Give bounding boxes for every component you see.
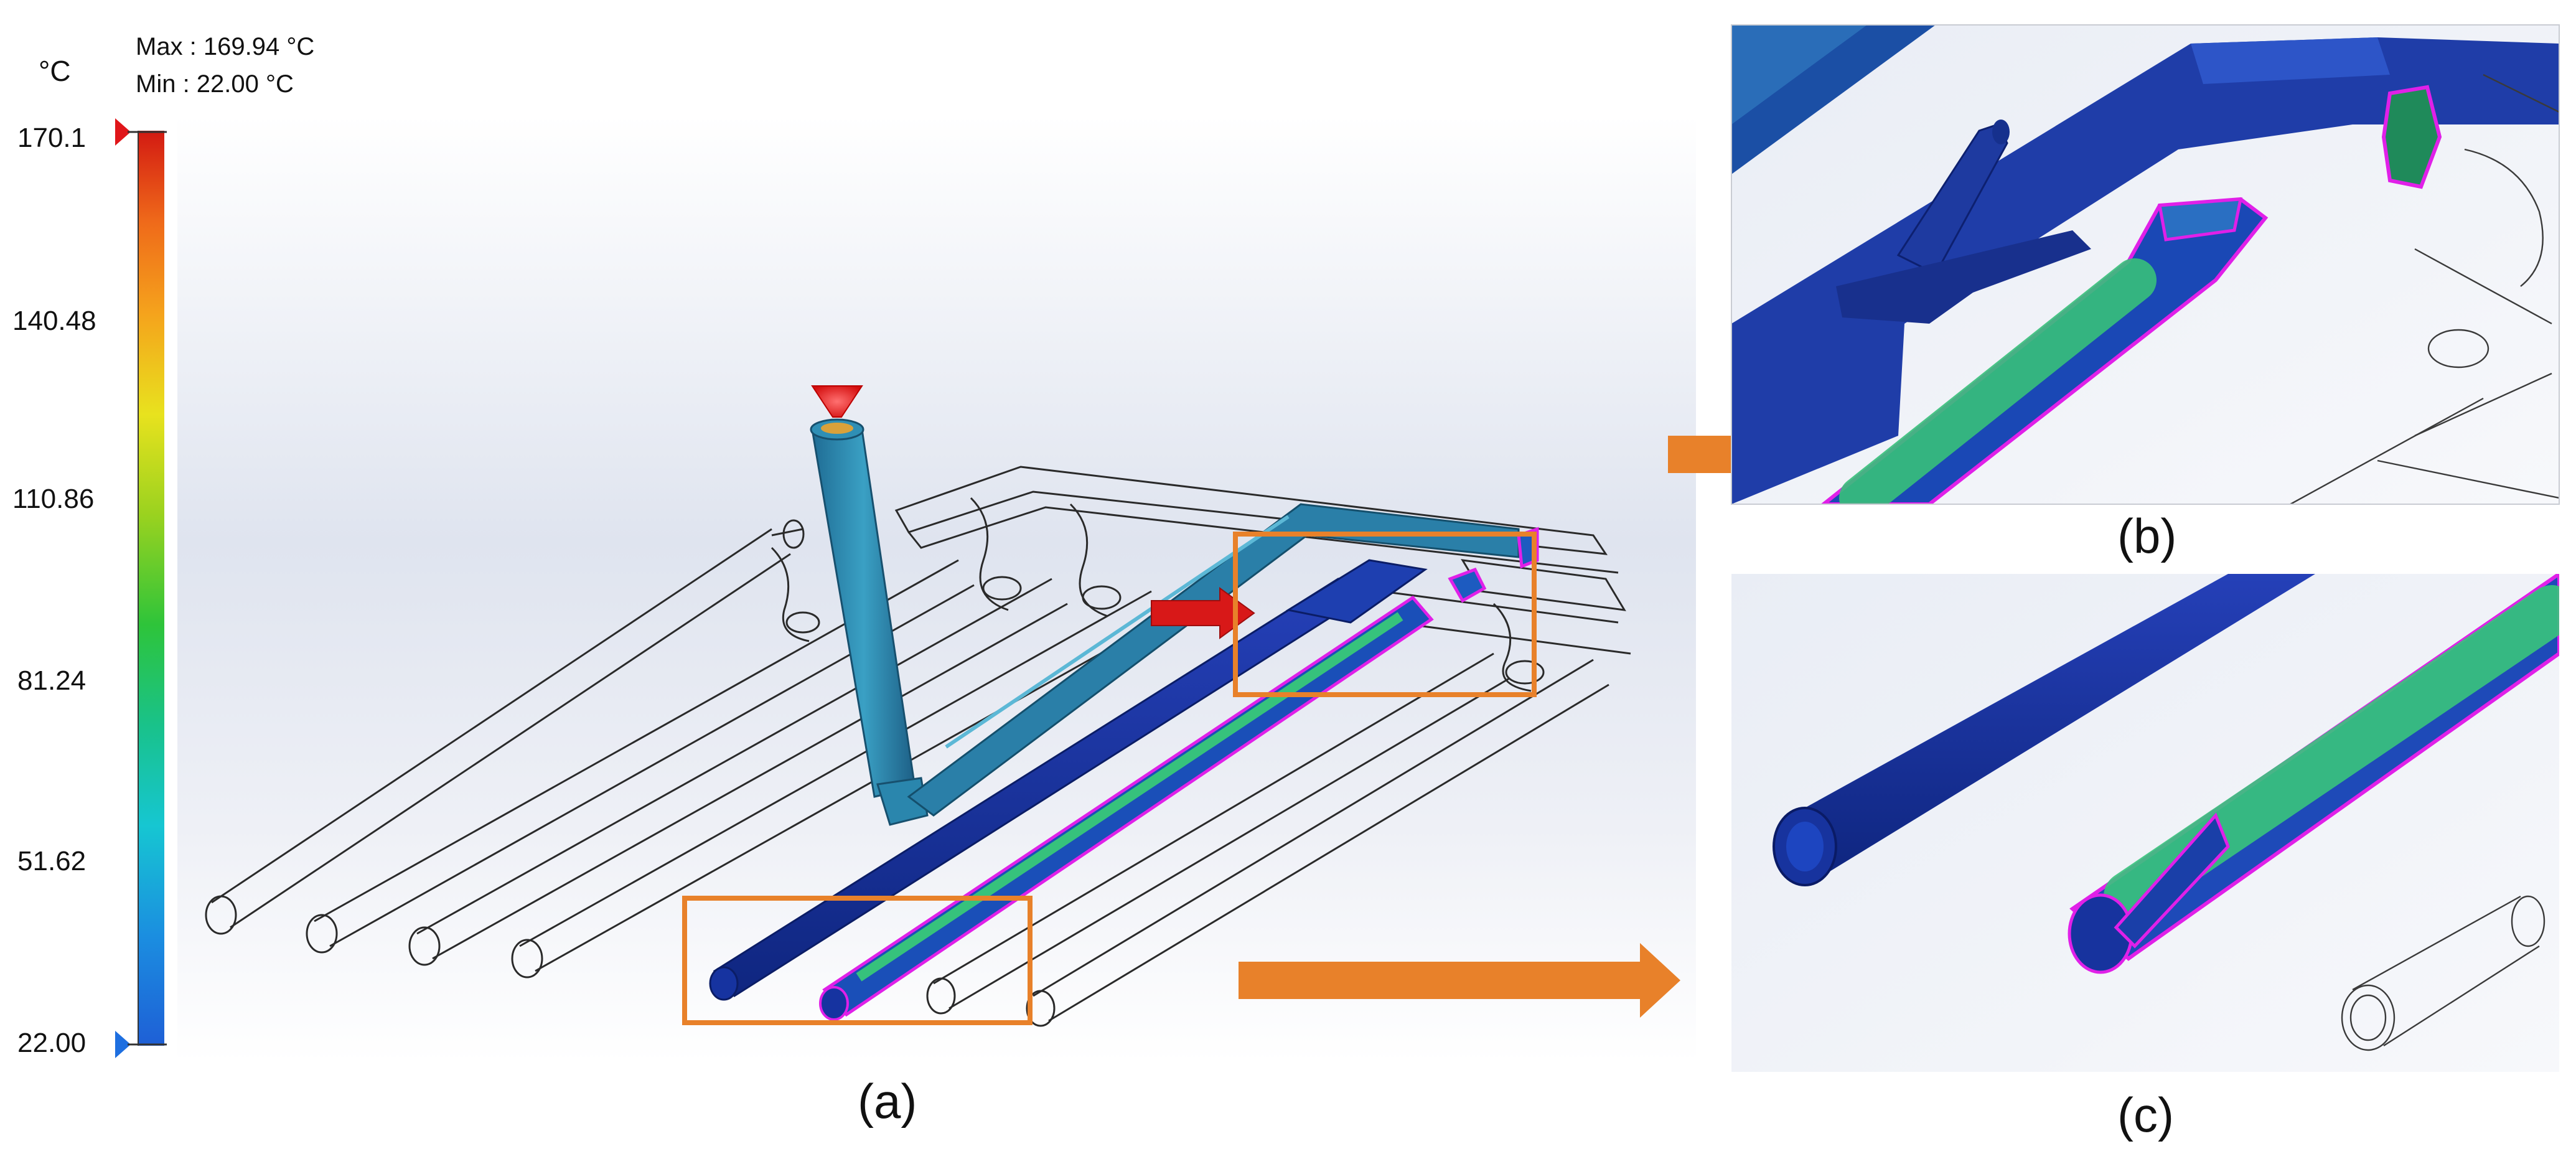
- temperature-legend: °C Max : 169.94 °C Min : 22.00 °C 170.1 …: [12, 33, 314, 1058]
- legend-tick: 51.62: [17, 846, 86, 876]
- panel-b-caption: (b): [2117, 509, 2176, 563]
- panel-a-caption: (a): [858, 1074, 917, 1128]
- legend-max-marker-icon: [115, 118, 131, 146]
- sprue: [810, 418, 929, 826]
- legend-max: Max : 169.94 °C: [136, 33, 314, 60]
- legend-tick: 170.1: [17, 123, 86, 153]
- legend-unit: °C: [39, 55, 71, 87]
- panel-c-caption: (c): [2117, 1087, 2174, 1142]
- wireframe-manifold: [770, 466, 1631, 692]
- panel-a-background: [177, 116, 1696, 1062]
- legend-tick: 81.24: [17, 665, 86, 696]
- legend-color-bar: [138, 131, 164, 1046]
- legend-tick: 110.86: [12, 484, 94, 514]
- panel-c-view: (c): [1731, 574, 2559, 1142]
- panel-b-view: (b): [1731, 24, 2560, 563]
- legend-tick: 140.48: [12, 306, 96, 336]
- panel-a-view: (a): [177, 116, 1783, 1128]
- wireframe-tubes: [205, 519, 1609, 1027]
- legend-min: Min : 22.00 °C: [136, 70, 294, 98]
- highlight-box-b: [1233, 532, 1537, 697]
- inlet-cone-icon: [811, 385, 863, 418]
- highlight-box-c: [682, 896, 1033, 1025]
- legend-tick: 22.00: [17, 1028, 86, 1058]
- arrow-to-c-icon: [1239, 943, 1680, 1018]
- legend-min-marker-icon: [115, 1031, 131, 1058]
- gate-section: [1285, 559, 1428, 624]
